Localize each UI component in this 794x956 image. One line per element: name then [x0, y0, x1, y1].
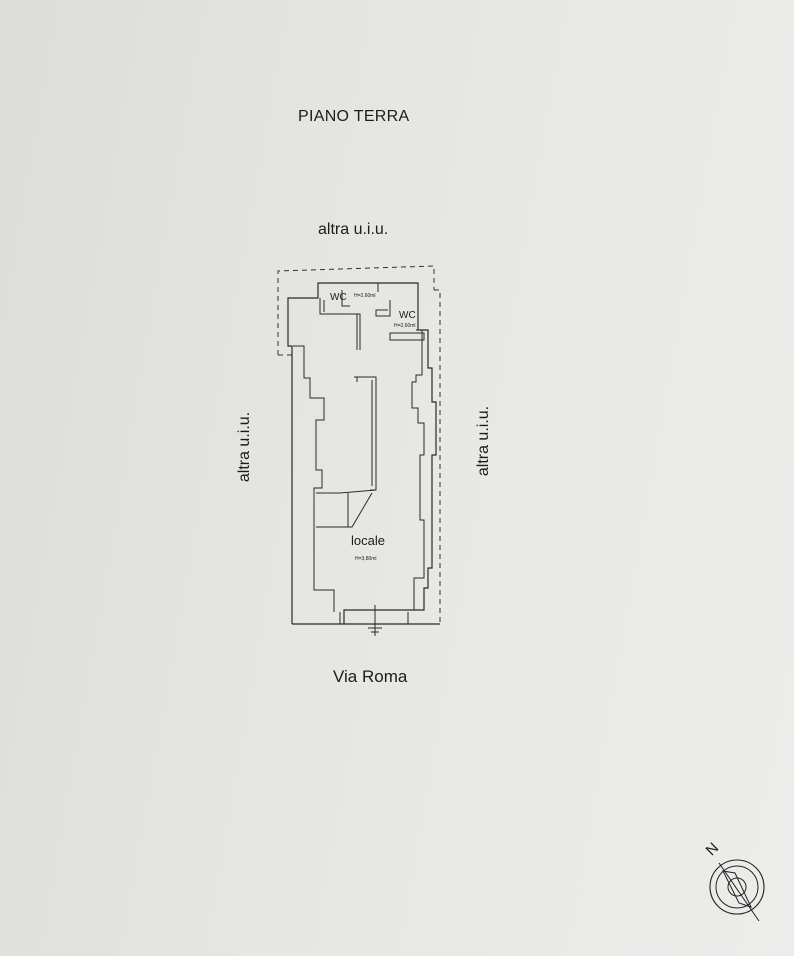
property-boundary: [277, 265, 441, 625]
outer-walls: [287, 282, 440, 625]
room-label-wc-2: WC: [399, 310, 416, 321]
room-height-locale: H=3,80ml: [355, 556, 377, 562]
neighbor-label-top: altra u.i.u.: [318, 221, 389, 238]
room-height-wc-2: H=2,60ml: [394, 323, 416, 329]
inner-walls: [293, 283, 425, 636]
room-label-wc-1: WC: [330, 292, 347, 303]
north-letter: N: [703, 840, 723, 860]
street-label: Via Roma: [333, 667, 408, 686]
north-arrow-icon: N: [703, 840, 765, 922]
room-height-wc-1: H=2,60ml: [354, 293, 376, 299]
page-title: PIANO TERRA: [298, 108, 410, 125]
room-label-locale: locale: [351, 533, 385, 548]
